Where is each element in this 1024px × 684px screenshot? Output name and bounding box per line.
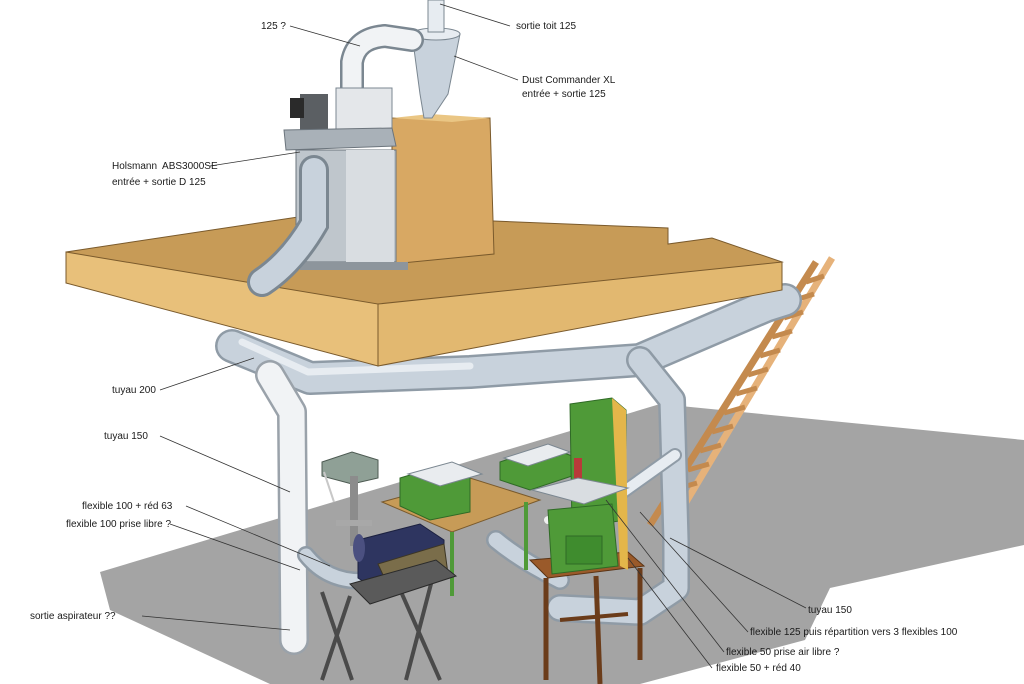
label-flex-50-red40: flexible 50 + réd 40 xyxy=(716,663,801,674)
label-pipe-125-question: 125 ? xyxy=(260,21,286,32)
label-flex-100-red63: flexible 100 + réd 63 xyxy=(82,501,173,512)
label-holsmann: Holsmann ABS3000SE xyxy=(112,161,218,172)
label-pipe-200: tuyau 200 xyxy=(112,385,156,396)
label-dust-commander: Dust Commander XL xyxy=(522,75,616,86)
label-roof-outlet: sortie toit 125 xyxy=(516,21,577,32)
label-flex-125-split: flexible 125 puis répartition vers 3 fle… xyxy=(750,627,958,638)
label-pipe-150-left: tuyau 150 xyxy=(104,431,148,442)
dust-commander-cyclone xyxy=(411,0,461,119)
bench-machines xyxy=(399,443,573,521)
label-flex-100-free: flexible 100 prise libre ? xyxy=(66,519,172,530)
band-saw xyxy=(530,397,630,575)
leader-lines xyxy=(141,3,807,669)
sander xyxy=(349,523,458,605)
label-holsmann-io: entrée + sortie D 125 xyxy=(112,177,206,188)
pipe-network xyxy=(215,283,802,655)
drill-press xyxy=(321,451,379,546)
mezzanine-deck xyxy=(65,213,784,367)
label-flex-50-free-air: flexible 50 prise air libre ? xyxy=(726,647,840,658)
holsmann-extractor xyxy=(247,87,408,297)
label-pipe-150-right: tuyau 150 xyxy=(808,605,852,616)
label-vac-outlet: sortie aspirateur ?? xyxy=(30,611,116,622)
label-dust-commander-io: entrée + sortie 125 xyxy=(522,89,606,100)
cyclone-housing xyxy=(391,114,495,265)
elbow-pipe-125 xyxy=(340,23,424,102)
